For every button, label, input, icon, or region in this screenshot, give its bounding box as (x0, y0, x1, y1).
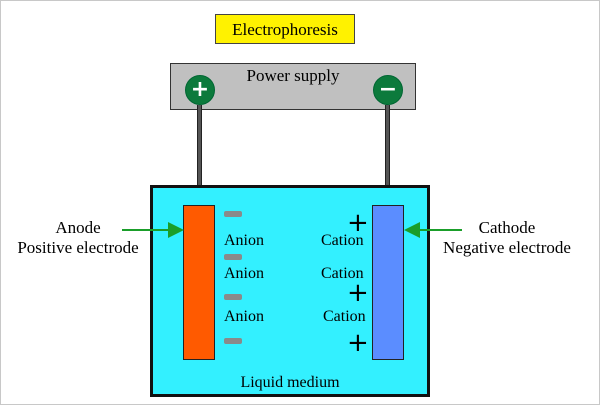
cation-label: Cation (323, 308, 366, 325)
negative-wire (385, 105, 390, 207)
negative-terminal-icon: − (373, 75, 403, 105)
cation-plus-icon: + (347, 278, 369, 308)
cation-plus-icon: + (347, 328, 369, 358)
anion-minus-icon (224, 211, 242, 217)
positive-wire (197, 105, 202, 207)
positive-terminal-icon: + (185, 75, 215, 105)
anion-minus-icon (224, 338, 242, 344)
cathode-description: Negative electrode (443, 238, 571, 257)
diagram-title: Electrophoresis (215, 14, 355, 44)
anode-description: Positive electrode (17, 238, 139, 257)
anode-label: Anode Positive electrode (8, 218, 148, 258)
cation-label: Cation (321, 265, 364, 282)
anion-minus-icon (224, 294, 242, 300)
liquid-medium-label: Liquid medium (240, 374, 340, 391)
cathode-electrode (372, 205, 404, 360)
cation-label: Cation (321, 232, 364, 249)
cation-plus-icon: + (347, 208, 369, 238)
anion-label: Anion (224, 308, 264, 325)
cathode-label: Cathode Negative electrode (432, 218, 582, 258)
anode-electrode (183, 205, 215, 360)
anode-name: Anode (55, 218, 101, 237)
anion-label: Anion (224, 265, 264, 282)
anion-label: Anion (224, 232, 264, 249)
cathode-name: Cathode (478, 218, 536, 237)
anion-minus-icon (224, 254, 242, 260)
power-supply-label: Power supply (246, 66, 340, 85)
